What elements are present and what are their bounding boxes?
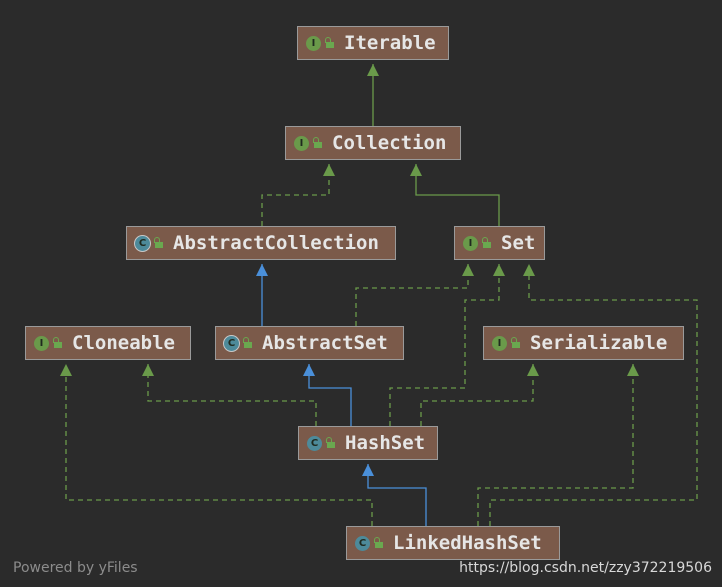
node-cloneable[interactable]: I Cloneable xyxy=(25,326,191,360)
node-iterable[interactable]: I Iterable xyxy=(297,26,449,60)
class-icon: C xyxy=(355,535,370,551)
edge-abstractset-set-arrowhead xyxy=(462,264,474,276)
edge-hashset-set xyxy=(389,264,500,426)
edge-linkedhashset-serializable xyxy=(477,364,634,526)
watermark-url: https://blog.csdn.net/zzy372219506 xyxy=(459,560,712,576)
edge-set-collection-arrowhead xyxy=(410,164,422,176)
node-serializable[interactable]: I Serializable xyxy=(483,326,684,360)
node-label: AbstractCollection xyxy=(173,232,379,254)
node-collection[interactable]: I Collection xyxy=(285,126,461,160)
edge-hashset-abstractset-arrowhead xyxy=(303,364,315,376)
node-label: Cloneable xyxy=(72,332,175,354)
edge-abstractset-set xyxy=(355,264,469,326)
node-label: Serializable xyxy=(530,332,668,354)
edge-hashset-cloneable xyxy=(147,364,317,426)
node-label: Iterable xyxy=(344,32,436,54)
edge-hashset-serializable-arrowhead xyxy=(527,364,539,376)
edge-linkedhashset-serializable-arrowhead xyxy=(627,364,639,376)
edge-abstractcollection-collection xyxy=(261,164,330,226)
abstract-class-icon: C xyxy=(224,335,239,351)
lock-icon xyxy=(154,237,163,248)
node-abstract-set[interactable]: C AbstractSet xyxy=(215,326,404,360)
lock-icon xyxy=(482,237,491,248)
lock-icon xyxy=(53,337,62,348)
edge-abstractset-abstractcollection-arrowhead xyxy=(256,264,268,276)
edge-hashset-abstractset xyxy=(308,364,352,426)
edge-linkedhashset-cloneable xyxy=(65,364,373,526)
edge-linkedhashset-hashset xyxy=(367,464,427,526)
interface-icon: I xyxy=(492,335,507,351)
interface-icon: I xyxy=(34,335,49,351)
node-label: AbstractSet xyxy=(262,332,388,354)
lock-icon xyxy=(243,337,252,348)
edge-hashset-cloneable-arrowhead xyxy=(142,364,154,376)
edge-linkedhashset-cloneable-arrowhead xyxy=(60,364,72,376)
edge-abstractcollection-collection-arrowhead xyxy=(323,164,335,176)
lock-icon xyxy=(511,337,520,348)
edge-hashset-set-arrowhead xyxy=(493,264,505,276)
edge-linkedhashset-set xyxy=(489,264,698,526)
node-label: LinkedHashSet xyxy=(393,532,542,554)
interface-icon: I xyxy=(463,235,478,251)
edge-hashset-serializable xyxy=(420,364,534,426)
node-label: Collection xyxy=(332,132,447,154)
lock-icon xyxy=(325,37,334,48)
edge-linkedhashset-hashset-arrowhead xyxy=(362,464,374,476)
node-label: Set xyxy=(501,232,536,254)
lock-icon xyxy=(313,137,322,148)
node-set[interactable]: I Set xyxy=(454,226,545,260)
lock-icon xyxy=(374,537,383,548)
node-abstract-collection[interactable]: C AbstractCollection xyxy=(126,226,396,260)
class-icon: C xyxy=(307,435,322,451)
interface-icon: I xyxy=(306,35,321,51)
node-label: HashSet xyxy=(345,432,426,454)
powered-by-label: Powered by yFiles xyxy=(13,560,138,576)
interface-icon: I xyxy=(294,135,309,151)
edge-linkedhashset-set-arrowhead xyxy=(523,264,535,276)
lock-icon xyxy=(326,437,335,448)
node-linked-hash-set[interactable]: C LinkedHashSet xyxy=(346,526,560,560)
edge-set-collection xyxy=(415,164,500,226)
node-hash-set[interactable]: C HashSet xyxy=(298,426,438,460)
edge-collection-iterable-arrowhead xyxy=(367,64,379,76)
abstract-class-icon: C xyxy=(135,235,150,251)
